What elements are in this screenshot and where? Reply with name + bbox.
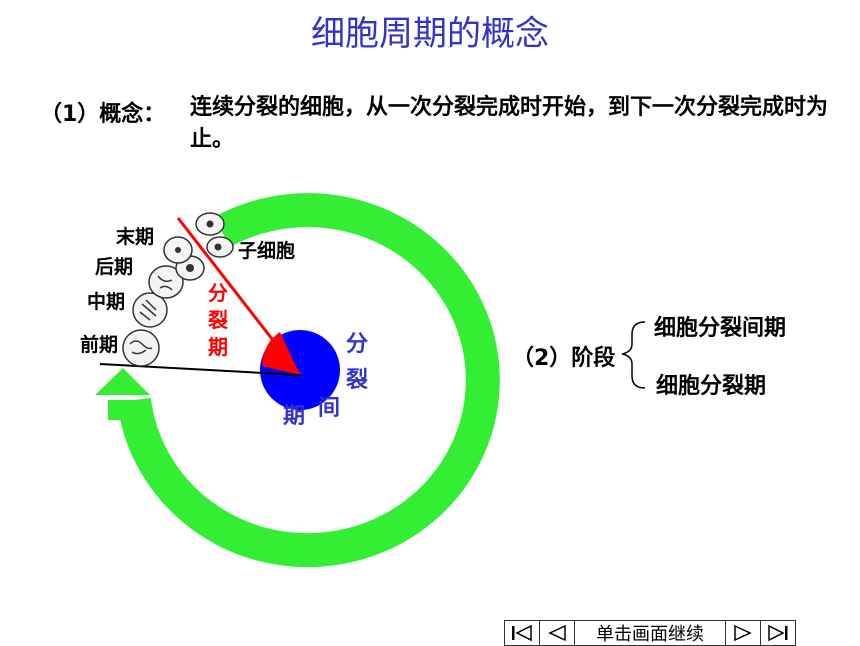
prev-slide-button[interactable] [540,621,575,645]
stage-anaphase: 后期 [95,256,134,278]
division-phase-label: 分 裂 期 [208,281,228,359]
anaphase-cell [148,265,184,299]
page-title: 细胞周期的概念 [311,14,549,54]
concept-text: 连续分裂的细胞，从一次分裂完成时开始，到下一次分裂完成时为止。 [190,95,829,152]
cycle-arrow-head [95,368,150,395]
last-slide-button[interactable] [761,621,795,645]
first-icon [512,624,532,642]
phase-interphase: 细胞分裂间期 [654,316,787,341]
prev-icon [548,624,566,642]
phases-label: （2）阶段 [512,346,616,371]
metaphase-cell [132,292,168,328]
stage-prophase: 前期 [80,334,119,356]
next-icon [734,624,752,642]
interphase-label-1: 分 [346,332,369,357]
interphase-label-3: 间 [318,396,341,421]
cycle-arrow [117,193,500,568]
prophase-cell [122,329,160,367]
daughter-cell-2 [206,236,234,258]
phases-brace [621,321,646,389]
daughter-cells-label: 子细胞 [238,240,296,262]
stage-metaphase: 中期 [87,291,126,313]
telophase-cell [163,236,193,264]
first-slide-button[interactable] [505,621,540,645]
slide-nav-bar: 单击画面继续 [504,620,796,646]
continue-button[interactable]: 单击画面继续 [575,621,726,645]
interphase-label-2: 裂 [346,368,369,393]
phase-division: 细胞分裂期 [656,374,767,399]
stage-telophase: 末期 [116,226,155,248]
concept-label: （1）概念： [40,102,166,127]
daughter-cell-1 [195,212,225,236]
interphase-label-4: 期 [283,404,306,429]
last-icon [768,624,788,642]
next-slide-button[interactable] [726,621,761,645]
